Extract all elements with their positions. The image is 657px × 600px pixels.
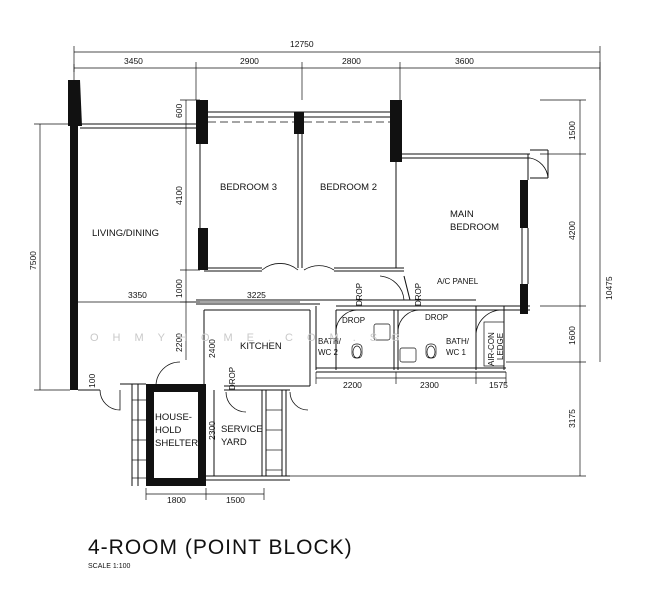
dim-kitchen-side: 2400 <box>207 339 217 358</box>
door-swings <box>99 157 549 413</box>
dim-lower-2200: 2200 <box>343 380 362 390</box>
dim-right-1600: 1600 <box>567 326 577 345</box>
room-living-dining: LIVING/DINING <box>92 228 159 239</box>
dim-mid-600: 600 <box>174 104 184 118</box>
dim-row-3350: 3350 <box>128 290 147 300</box>
dim-top-4: 3600 <box>455 56 474 66</box>
label-drop-4: DROP <box>425 313 448 322</box>
label-ac-panel: A/C PANEL <box>437 277 479 286</box>
room-bath1-line1: BATH/ <box>446 337 470 346</box>
room-bath1-line2: WC 1 <box>446 348 467 357</box>
dim-right-1500: 1500 <box>567 121 577 140</box>
dim-lower-1575: 1575 <box>489 380 508 390</box>
dim-row-3225: 3225 <box>247 290 266 300</box>
dim-top-1: 3450 <box>124 56 143 66</box>
room-service-yard-line1: SERVICE <box>221 424 263 435</box>
dim-overall-width: 12750 <box>290 39 314 49</box>
room-bath2-line2: WC 2 <box>318 348 339 357</box>
dim-right-3175: 3175 <box>567 409 577 428</box>
room-shelter-line1: HOUSE- <box>155 412 192 423</box>
lower-dimensions: 2200 2300 1575 1800 1500 <box>145 372 508 505</box>
dim-mid-4100: 4100 <box>174 186 184 205</box>
room-service-yard-line2: YARD <box>221 437 247 448</box>
dim-lower-2300: 2300 <box>420 380 439 390</box>
left-dimensions: 7500 600 4100 1000 2200 100 3350 3225 24… <box>28 99 300 440</box>
label-aircon-ledge-line2: LEDGE <box>496 333 505 360</box>
dim-left-height: 7500 <box>28 251 38 270</box>
watermark: OHMYHOME.COM.SG <box>90 332 414 344</box>
dim-bottom-1500: 1500 <box>226 495 245 505</box>
dim-right-4200: 4200 <box>567 221 577 240</box>
label-drop-2: DROP <box>342 316 365 325</box>
label-drop-1: DROP <box>355 283 364 306</box>
room-main-bedroom-line1: MAIN <box>450 209 474 220</box>
dim-yard-side: 2300 <box>207 421 217 440</box>
walls <box>68 80 549 486</box>
dim-mid-2200: 2200 <box>174 333 184 352</box>
label-aircon-ledge-line1: AIR-CON <box>487 332 496 366</box>
room-shelter-line2: HOLD <box>155 425 182 436</box>
room-labels: BEDROOM 3 BEDROOM 2 MAIN BEDROOM LIVING/… <box>92 182 505 449</box>
dim-top-3: 2800 <box>342 56 361 66</box>
room-main-bedroom-line2: BEDROOM <box>450 222 499 233</box>
room-bedroom-2: BEDROOM 2 <box>320 182 377 193</box>
room-bedroom-3: BEDROOM 3 <box>220 182 277 193</box>
dim-top-2: 2900 <box>240 56 259 66</box>
plan-title: 4-ROOM (POINT BLOCK) <box>88 536 353 559</box>
plan-scale: SCALE 1:100 <box>88 563 131 570</box>
dim-right-total: 10475 <box>604 276 614 300</box>
sanitary-fixtures <box>351 321 505 367</box>
room-bath2-line1: BATH/ <box>318 337 342 346</box>
dim-bottom-1800: 1800 <box>167 495 186 505</box>
room-kitchen: KITCHEN <box>240 341 282 352</box>
label-drop-5: DROP <box>228 367 237 390</box>
room-shelter-line3: SHELTER <box>155 438 198 449</box>
dim-mid-1000: 1000 <box>174 279 184 298</box>
dim-mid-100: 100 <box>87 374 97 388</box>
label-drop-3: DROP <box>414 283 423 306</box>
right-dimensions: 1500 4200 1600 3175 10475 <box>290 99 614 477</box>
top-dimensions: 12750 3450 2900 2800 3600 <box>73 39 601 100</box>
